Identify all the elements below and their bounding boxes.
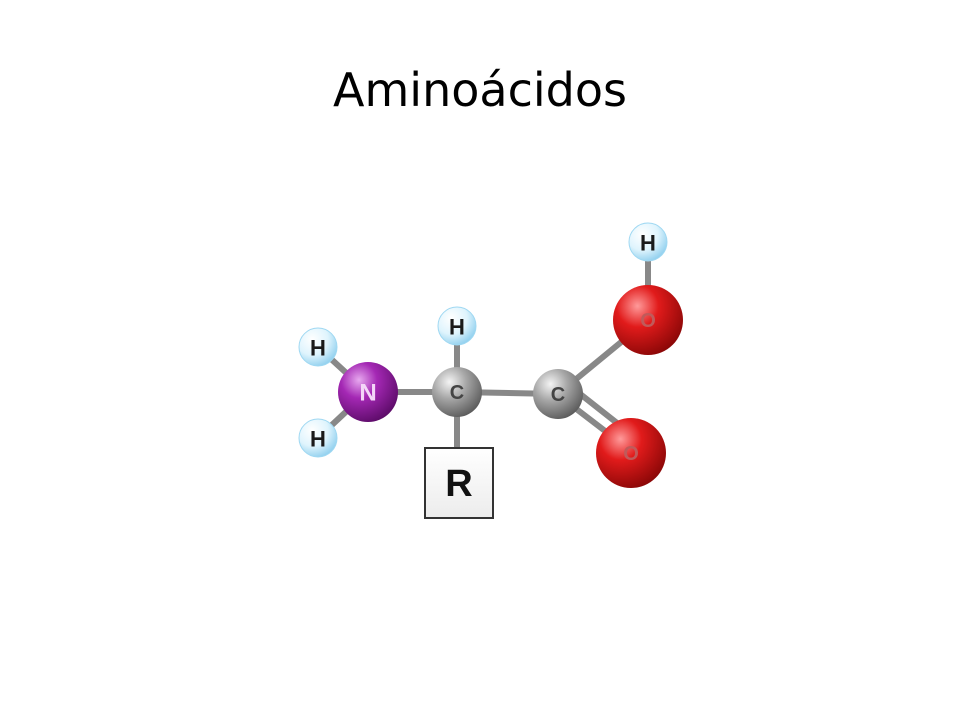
atom-label: O bbox=[623, 443, 639, 465]
hydrogen-atom-amine-bottom: H bbox=[298, 418, 338, 458]
r-group-box: R bbox=[424, 447, 494, 519]
carboxyl-carbon-atom: C bbox=[533, 369, 583, 419]
atom-label: H bbox=[310, 336, 326, 361]
atom-label: N bbox=[359, 380, 376, 407]
r-group-label: R bbox=[445, 463, 472, 505]
carbonyl-oxygen-atom: O bbox=[596, 418, 666, 488]
atom-label: H bbox=[640, 231, 656, 256]
hydrogen-atom-alpha: H bbox=[437, 306, 477, 346]
alpha-carbon-atom: C bbox=[432, 367, 482, 417]
atom-label: C bbox=[551, 384, 565, 406]
hydrogen-atom-hydroxyl: H bbox=[628, 222, 668, 262]
hydrogen-atom-amine-top: H bbox=[298, 327, 338, 367]
nitrogen-atom: N bbox=[338, 362, 398, 422]
atom-label: O bbox=[640, 310, 656, 332]
atom-label: H bbox=[449, 315, 465, 340]
atom-label: C bbox=[450, 382, 464, 404]
hydroxyl-oxygen-atom: O bbox=[613, 285, 683, 355]
atom-label: H bbox=[310, 427, 326, 452]
slide-title: Aminoácidos bbox=[333, 63, 627, 117]
